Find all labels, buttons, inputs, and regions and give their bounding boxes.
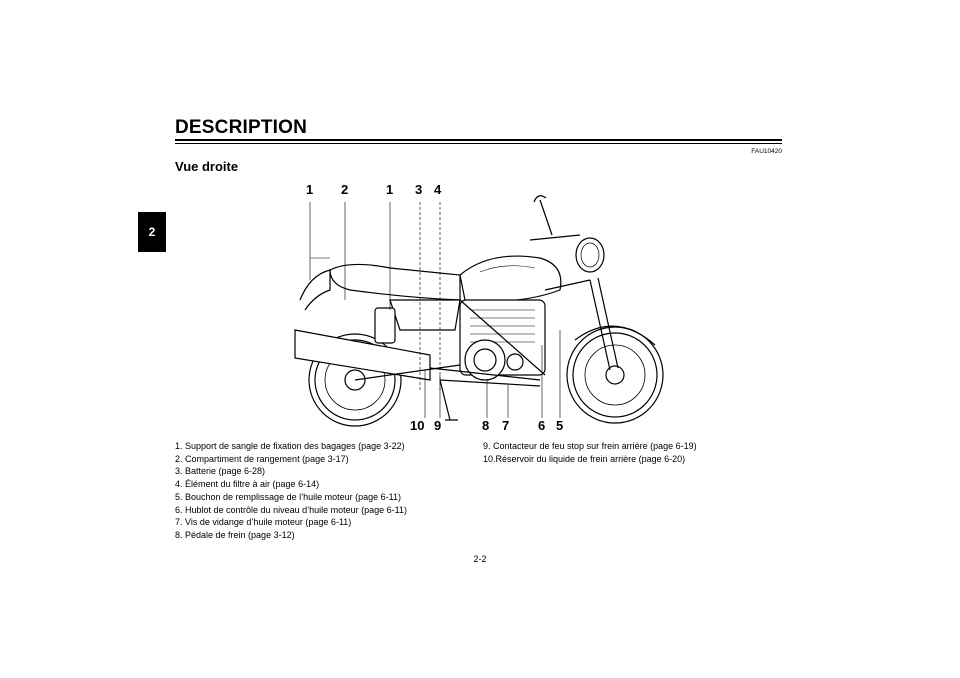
callout-number: 3 (415, 182, 423, 197)
legend-item: 2. Compartiment de rangement (page 3-17) (175, 453, 349, 464)
legend-item: 5. Bouchon de remplissage de l’huile mot… (175, 491, 401, 502)
chapter-tab: 2 (138, 212, 166, 252)
callout-number: 9 (434, 418, 442, 433)
motorcycle-illustration (294, 195, 664, 427)
header-rule (175, 139, 782, 141)
callout-number: 1 (306, 182, 314, 197)
legend-item: 4. Élément du filtre à air (page 6-14) (175, 479, 320, 490)
page-subtitle: Vue droite (175, 159, 239, 174)
callout-number: 5 (556, 418, 564, 433)
legend-item: 6. Hublot de contrôle du niveau d’huile … (175, 504, 407, 515)
callout-number: 8 (482, 418, 490, 433)
callout-number: 1 (386, 182, 394, 197)
callout-number: 2 (341, 182, 349, 197)
reference-code: FAU10420 (751, 148, 782, 155)
callout-number: 6 (538, 418, 546, 433)
legend-item: 9. Contacteur de feu stop sur frein arri… (483, 441, 697, 451)
header-rule-thin (175, 143, 782, 144)
callout-number: 4 (434, 182, 442, 197)
legend-left: 1. Support de sangle de fixation des bag… (175, 440, 475, 542)
page-number: 2-2 (473, 554, 487, 564)
legend-item: 8. Pédale de frein (page 3-12) (175, 529, 295, 540)
legend-right: 9. Contacteur de feu stop sur frein arri… (483, 440, 783, 465)
callout-number: 10 (410, 418, 425, 433)
legend-item: 1. Support de sangle de fixation des bag… (175, 441, 405, 451)
callout-number: 7 (502, 418, 510, 433)
legend-item: 10.Réservoir du liquide de frein arrière… (483, 453, 686, 464)
legend-item: 3. Batterie (page 6-28) (175, 466, 266, 477)
section-title: DESCRIPTION (175, 117, 308, 138)
legend-item: 7. Vis de vidange d’huile moteur (page 6… (175, 517, 352, 528)
